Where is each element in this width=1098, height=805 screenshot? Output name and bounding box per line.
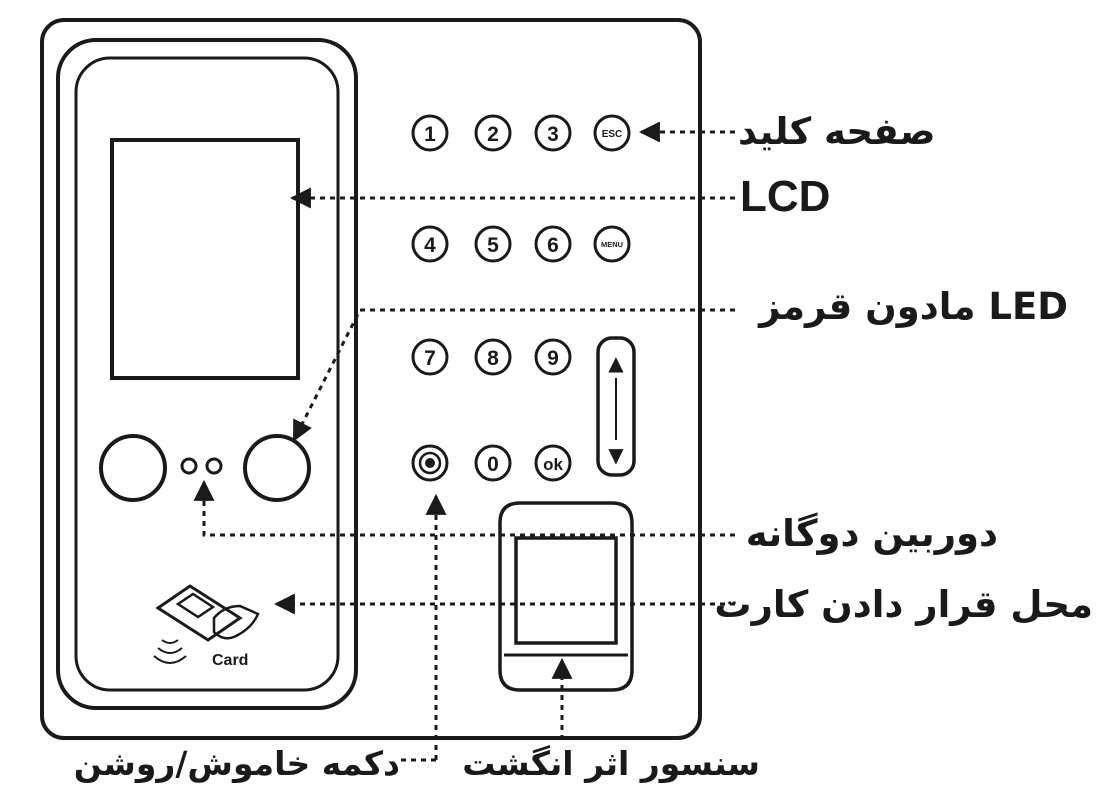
key-8[interactable] [474,338,512,376]
key-6[interactable] [534,225,572,263]
power-button-center-icon [425,458,435,468]
scroll-up-icon[interactable]: ▲ [608,351,624,375]
label-lcd: LCD [740,172,831,221]
label-dual-camera: دوربین دوگانه [745,512,998,555]
key-0-label: 0 [487,453,499,476]
key-2[interactable] [474,114,512,152]
label-card-location: محل قرار دادن کارت [714,583,1093,626]
key-7[interactable] [411,338,449,376]
key-4[interactable] [411,225,449,263]
key-ok[interactable] [534,444,572,482]
front-panel-outer [56,38,358,710]
label-ir-led: LED مادون قرمز [759,285,1068,328]
label-power-button: دکمه خاموش/روشن [73,744,400,783]
keypad-row-2: 4 5 6 MENU [411,225,631,263]
keypad-row-4: 0 ok [411,444,572,482]
key-3-label: 3 [547,123,559,146]
leader-ir-led [292,308,735,442]
key-8-label: 8 [487,347,499,370]
key-esc[interactable] [593,114,631,152]
key-1-label: 1 [424,123,436,146]
label-keyboard: صفحه کلید [738,110,936,153]
camera-right [243,434,311,502]
key-esc-label: ESC [602,129,623,140]
fingerprint-housing [498,501,634,692]
key-5-label: 5 [487,234,499,257]
led-dot-right [205,457,223,475]
label-fingerprint-sensor: سنسور اثر انگشت [462,744,760,783]
leader-dual-camera [193,479,735,537]
led-dot-left [180,457,198,475]
lcd-screen [110,138,300,380]
keypad-row-3: 7 8 9 [411,338,572,376]
keypad-row-1: 1 2 3 ESC [411,114,631,152]
key-7-label: 7 [424,347,436,370]
key-9-label: 9 [547,347,559,370]
key-5[interactable] [474,225,512,263]
key-4-label: 4 [424,234,436,257]
key-1[interactable] [411,114,449,152]
card-reader-icon [153,584,260,664]
fingerprint-scan-window [514,536,618,645]
camera-left [99,434,167,502]
key-2-label: 2 [487,123,499,146]
key-6-label: 6 [547,234,559,257]
key-menu-label: MENU [601,240,623,249]
power-button-ring-icon [418,451,442,475]
key-3[interactable] [534,114,572,152]
key-0[interactable] [474,444,512,482]
scroll-down-icon[interactable]: ▼ [608,443,624,467]
key-ok-label: ok [543,455,563,474]
front-panel-inner [74,56,340,692]
key-9[interactable] [534,338,572,376]
key-menu[interactable] [593,225,631,263]
card-label: Card [212,652,248,669]
